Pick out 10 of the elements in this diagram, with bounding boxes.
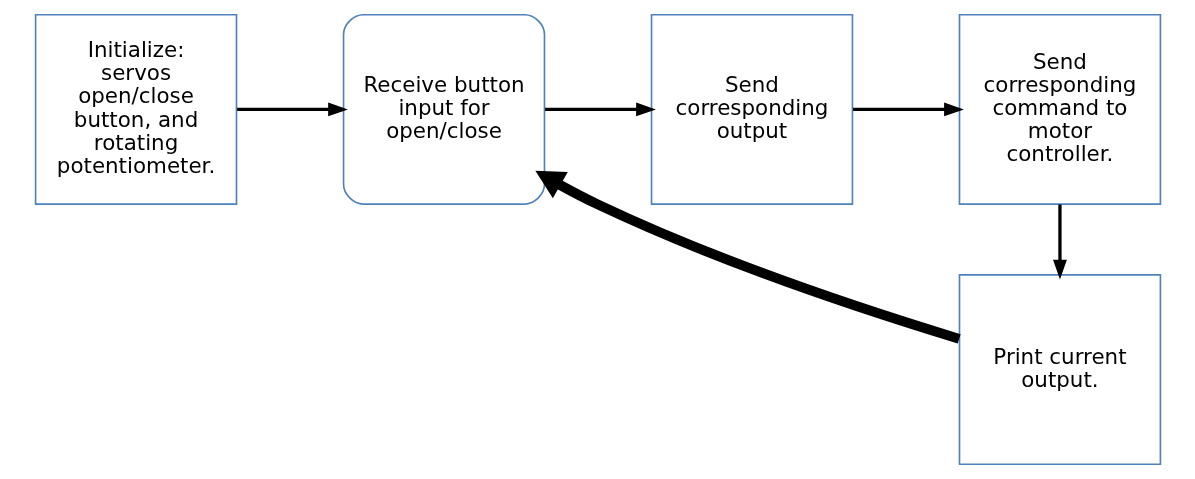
- arrow: [852, 102, 964, 117]
- arrow: [534, 170, 961, 344]
- node-box: Send corresponding command to motor controller.: [958, 13, 1161, 205]
- node-box: Initialize: servos open/close button, and rotating potentiometer.: [34, 13, 237, 205]
- arrow: [544, 102, 656, 117]
- arrow: [1052, 204, 1067, 280]
- node-box: Send corresponding output: [650, 13, 853, 205]
- node-box: Receive button input for open/close: [342, 13, 545, 205]
- node-box: Print current output.: [958, 274, 1161, 466]
- arrow: [236, 102, 348, 117]
